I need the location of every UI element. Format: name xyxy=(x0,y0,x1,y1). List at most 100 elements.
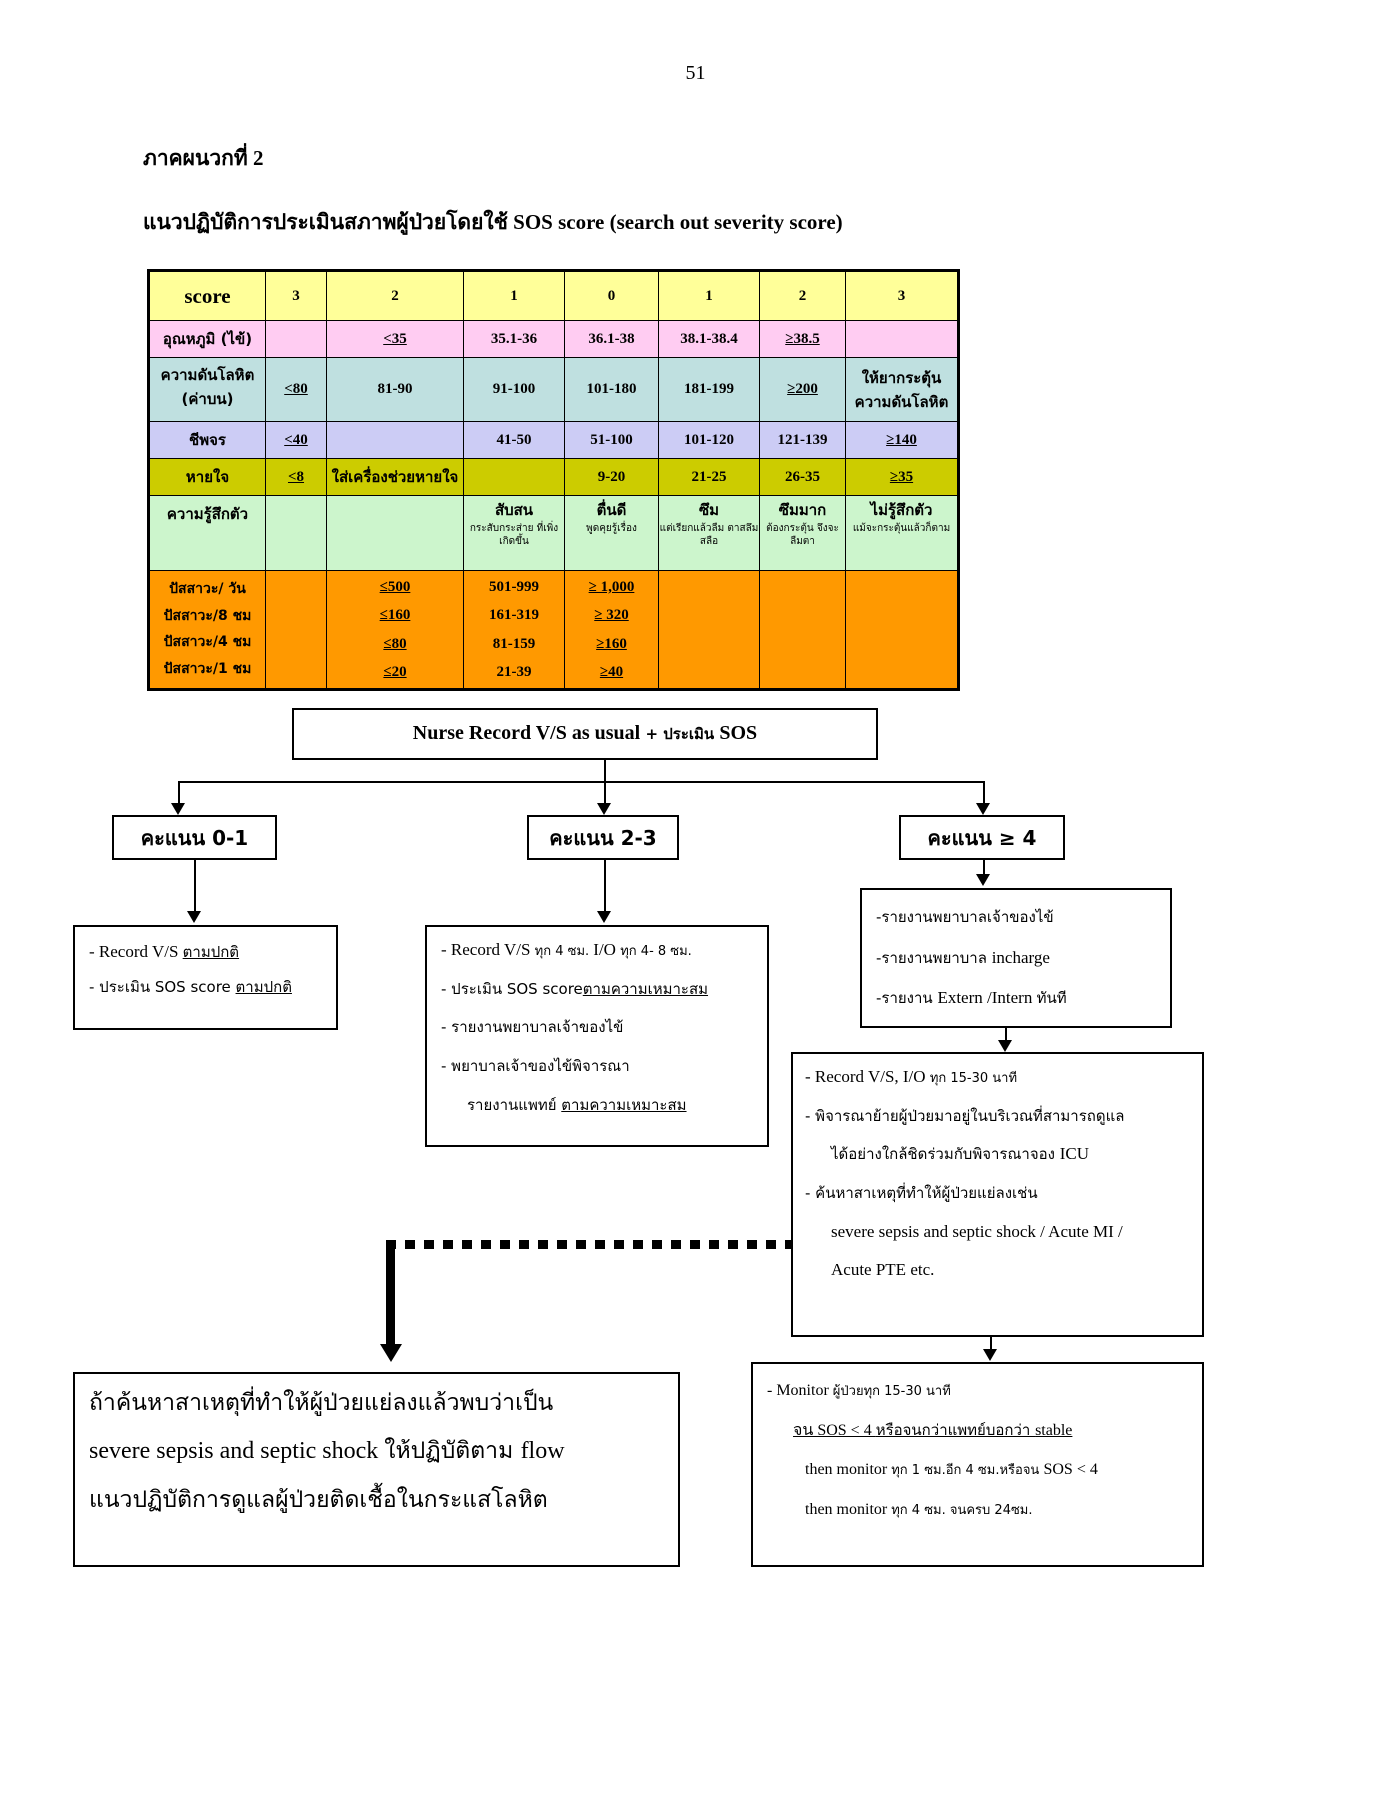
urine-0-4h: ≥160 xyxy=(596,635,627,652)
urine-label-8h: ปัสสาวะ/8 ชม xyxy=(163,607,252,624)
cons-score0: ตื่นดี พูดคุยรู้เรื่อง xyxy=(564,495,659,571)
bp-score0: 101-180 xyxy=(564,357,659,422)
resp-score1b: 21-25 xyxy=(658,458,760,496)
high-report-2b: incharge xyxy=(991,947,1050,967)
row-label-temperature: อุณหภูมิ (ไข้) xyxy=(148,320,266,358)
sepsis-line-3: แนวปฏิบัติการดูแลผู้ป่วยติดเชื้อในกระแสโ… xyxy=(89,1487,664,1513)
arrow-righttop-down xyxy=(998,1040,1012,1052)
header-col-3a: 3 xyxy=(265,270,327,321)
stable-1a: - Monitor xyxy=(767,1382,833,1399)
temp-score0: 36.1-38 xyxy=(564,320,659,358)
urine-0-1h: ≥40 xyxy=(599,664,624,680)
connector-rightmid-down xyxy=(990,1337,992,1351)
flow-node-nurse-record: Nurse Record V/S as usual + ประเมิน SOS xyxy=(292,708,878,760)
low-action-2-underline: ตามปกติ xyxy=(235,977,292,996)
table-row-urine-output: ปัสสาวะ/ วัน ปัสสาวะ/8 ชม ปัสสาวะ/4 ชม ป… xyxy=(148,570,959,690)
cons-score1a: สับสน กระสับกระส่าย ที่เพิ่งเกิดขึ้น xyxy=(463,495,565,571)
header-col-1b: 1 xyxy=(658,270,760,321)
arrow-rightmid-down xyxy=(983,1349,997,1361)
pulse-score2b: 121-139 xyxy=(759,421,846,459)
urine-2a-4h: ≤80 xyxy=(383,635,407,652)
cons-main-0: ตื่นดี xyxy=(596,501,627,519)
high-monitor-3a: ได้อย่างใกล้ชิดร่วมกับพิจารณาจอง xyxy=(831,1145,1060,1164)
stable-1b: ผู้ป่วยทุก 15-30 นาที xyxy=(832,1384,951,1399)
high-monitor-line-2: - พิจารณาย้ายผู้ป่วยมาอยู่ในบริเวณที่สาม… xyxy=(805,1107,1192,1126)
high-monitor-line-4: - ค้นหาสาเหตุที่ทำให้ผู้ป่วยแย่ลงเช่น xyxy=(805,1184,1192,1203)
connector-nurse-down xyxy=(604,760,606,782)
header-col-2b: 2 xyxy=(759,270,846,321)
mid-action-line-5: รายงานแพทย์ ตามความเหมาะสม xyxy=(441,1096,755,1115)
resp-score3a: <8 xyxy=(265,458,327,496)
cons-main-1a: สับสน xyxy=(494,501,534,519)
sepsis-2a: severe sepsis and septic shock xyxy=(89,1438,385,1465)
cons-sub-1a: กระสับกระส่าย ที่เพิ่งเกิดขึ้น xyxy=(469,523,559,547)
urine-label-day: ปัสสาวะ/ วัน xyxy=(169,581,246,597)
urine-1a-day: 501-999 xyxy=(489,578,539,595)
score-0-1-label: คะแนน 0-1 xyxy=(140,825,249,850)
mid-1d: ทุก 4- 8 ซม. xyxy=(620,944,692,959)
pulse-score2a xyxy=(326,421,464,459)
mid-1b: ทุก 4 ซม. xyxy=(534,944,594,959)
connector-dotted-vertical xyxy=(386,1240,395,1346)
connector-score01-down xyxy=(194,860,196,913)
low-action-line-1: - Record V/S ตามปกติ xyxy=(89,942,322,962)
stable-2a: จน SOS < 4 xyxy=(793,1421,876,1439)
urine-1a-4h: 81-159 xyxy=(492,635,536,652)
resp-score3b: ≥35 xyxy=(845,458,959,496)
urine-2a-day: ≤500 xyxy=(379,578,411,595)
row-label-respiration: หายใจ xyxy=(148,458,266,496)
high-report-line-3: -รายงาน Extern /Intern ทันที xyxy=(876,989,1158,1008)
pulse-score0: 51-100 xyxy=(564,421,659,459)
high-monitor-line-3: ได้อย่างใกล้ชิดร่วมกับพิจารณาจอง ICU xyxy=(805,1145,1192,1164)
low-action-2-text: - ประเมิน SOS score xyxy=(89,977,236,996)
bp-label-line1: ความดันโลหิต xyxy=(160,366,255,384)
bp-score3a: <80 xyxy=(265,357,327,422)
connector-split-horizontal xyxy=(178,781,984,783)
high-report-line-2: -รายงานพยาบาล incharge xyxy=(876,947,1158,968)
urine-score1a: 501-999 161-319 81-159 21-39 xyxy=(463,570,565,690)
resp-score1a xyxy=(463,458,565,496)
high-monitor-5: severe sepsis and septic shock / Acute M… xyxy=(831,1221,1123,1241)
urine-0-day: ≥ 1,000 xyxy=(588,578,635,595)
table-row-respiration: หายใจ <8 ใส่เครื่องช่วยหายใจ 9-20 21-25 … xyxy=(148,458,959,496)
resp-score2a: ใส่เครื่องช่วยหายใจ xyxy=(326,458,464,496)
row-label-urine: ปัสสาวะ/ วัน ปัสสาวะ/8 ชม ปัสสาวะ/4 ชม ป… xyxy=(148,570,266,690)
high-report-3a: -รายงาน xyxy=(876,989,938,1008)
row-label-pulse: ชีพจร xyxy=(148,421,266,459)
flow-node-score-4-plus: คะแนน ≥ 4 xyxy=(899,815,1065,860)
mid-5a: รายงานแพทย์ xyxy=(467,1095,562,1114)
high-monitor-4: - ค้นหาสาเหตุที่ทำให้ผู้ป่วยแย่ลงเช่น xyxy=(805,1184,1038,1203)
cons-main-1b: ซึม xyxy=(698,501,720,519)
bp-score1a: 91-100 xyxy=(463,357,565,422)
cons-score3a xyxy=(265,495,327,571)
annex-label: ภาคผนวกที่ 2 xyxy=(143,146,264,170)
low-action-1-underline: ตามปกติ xyxy=(182,943,240,961)
connector-score4-down xyxy=(983,860,985,876)
high-report-3c: ทันที xyxy=(1036,989,1067,1008)
mid-action-line-4: - พยาบาลเจ้าของไข้พิจารณา xyxy=(441,1057,755,1076)
mid-action-line-1: - Record V/S ทุก 4 ซม. I/O ทุก 4- 8 ซม. xyxy=(441,940,755,960)
header-col-1a: 1 xyxy=(463,270,565,321)
arrow-score23-down xyxy=(597,911,611,923)
urine-score1b xyxy=(658,570,760,690)
high-monitor-1a: - Record V/S, I/O xyxy=(805,1067,930,1086)
stable-3a: then monitor xyxy=(805,1461,892,1479)
arrow-dotted-down xyxy=(380,1344,402,1362)
urine-score3b xyxy=(845,570,959,690)
stable-line-2: จน SOS < 4 หรือจนกว่าแพทย์บอกว่า stable xyxy=(767,1421,1192,1440)
table-row-blood-pressure: ความดันโลหิต (ค่าบน) <80 81-90 91-100 10… xyxy=(148,357,959,422)
sepsis-2c: flow xyxy=(520,1438,565,1465)
connector-righttop-down xyxy=(1005,1028,1007,1042)
pulse-score1a: 41-50 xyxy=(463,421,565,459)
score-4-plus-label: คะแนน ≥ 4 xyxy=(927,825,1037,850)
bp-score2a: 81-90 xyxy=(326,357,464,422)
pulse-score1b: 101-120 xyxy=(658,421,760,459)
header-col-2a: 2 xyxy=(326,270,464,321)
row-label-blood-pressure: ความดันโลหิต (ค่าบน) xyxy=(148,357,266,422)
cons-main-3b: ไม่รู้สึกตัว xyxy=(870,501,933,519)
sepsis-line-2: severe sepsis and septic shock ให้ปฏิบัต… xyxy=(89,1438,664,1464)
mid-2b: ตามความเหมาะสม xyxy=(582,979,709,998)
cons-main-2b: ซึมมาก xyxy=(778,501,827,519)
high-report-1: -รายงานพยาบาลเจ้าของไข้ xyxy=(876,908,1054,926)
high-report-2a: -รายงานพยาบาล xyxy=(876,948,992,967)
